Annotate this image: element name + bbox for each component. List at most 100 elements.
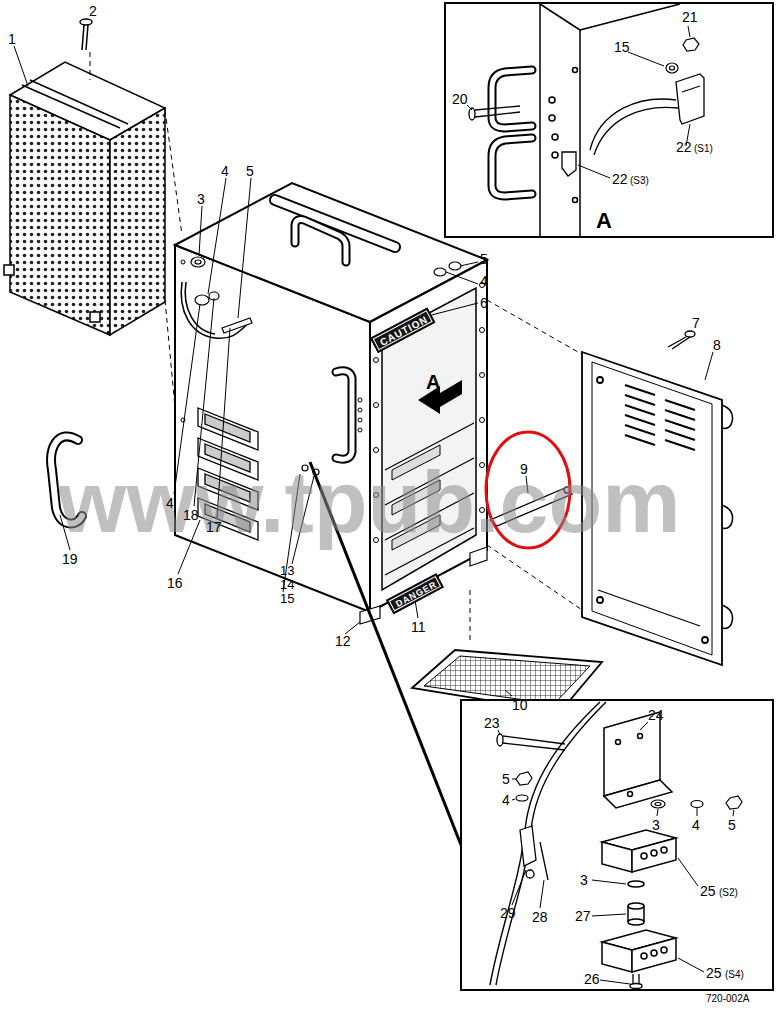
handle bbox=[295, 220, 346, 262]
cabinet-corner bbox=[540, 4, 680, 236]
cabinet bbox=[470, 547, 487, 566]
callout-number: A bbox=[426, 372, 440, 392]
access-door bbox=[598, 590, 700, 626]
guide-line bbox=[470, 590, 471, 640]
screw bbox=[503, 736, 565, 750]
leader-line bbox=[678, 958, 704, 972]
callout-number: 2 bbox=[89, 4, 97, 18]
callout-number: 24 bbox=[648, 708, 664, 722]
handle bbox=[336, 371, 352, 459]
terminal-block bbox=[628, 881, 644, 887]
wire bbox=[490, 702, 600, 985]
screw bbox=[668, 337, 690, 349]
leader-line bbox=[688, 26, 690, 37]
callout-number: 5 bbox=[246, 164, 254, 178]
callout-number: 23 bbox=[484, 716, 500, 730]
leader-line bbox=[467, 105, 472, 110]
callout-number: 4 bbox=[221, 164, 229, 178]
cabinet-corner bbox=[573, 198, 578, 203]
callout-number: 20 bbox=[452, 92, 468, 106]
mounting-hole bbox=[480, 418, 485, 423]
callout-number: 15 bbox=[280, 592, 294, 605]
callout-number: 5 bbox=[502, 772, 510, 786]
callout-number: 28 bbox=[532, 910, 548, 924]
terminal-block bbox=[661, 947, 667, 953]
bracket bbox=[562, 152, 576, 176]
cabinet bbox=[175, 183, 487, 624]
terminal-block bbox=[651, 850, 657, 856]
callout-number: 29 bbox=[500, 906, 516, 920]
callout-number: 19 bbox=[62, 552, 78, 566]
callout-number: 8 bbox=[713, 338, 721, 352]
terminal-block bbox=[641, 953, 647, 959]
callout-number: 22 bbox=[612, 172, 628, 186]
perforated-cover bbox=[4, 265, 14, 275]
wire bbox=[594, 107, 678, 155]
hardware bbox=[222, 318, 252, 333]
leader-line bbox=[208, 178, 226, 294]
perforated-cover bbox=[110, 108, 165, 335]
callout-number: 17 bbox=[206, 520, 222, 534]
wire-clip bbox=[520, 826, 536, 866]
callout-number: 18 bbox=[183, 508, 199, 522]
guide-line bbox=[487, 300, 585, 356]
callout-number: 13 bbox=[280, 564, 294, 577]
leader-line bbox=[505, 690, 512, 696]
screw bbox=[80, 19, 92, 25]
access-door bbox=[625, 385, 695, 450]
hardware bbox=[651, 800, 665, 808]
mounting-hole bbox=[181, 260, 185, 264]
hardware bbox=[195, 295, 209, 305]
wire-clip bbox=[526, 870, 534, 878]
handle bbox=[492, 70, 532, 196]
leader-line bbox=[628, 52, 664, 66]
mounting-hole bbox=[358, 428, 362, 432]
figure-number: 720-002A bbox=[706, 994, 749, 1004]
leader-line bbox=[498, 722, 734, 984]
screw bbox=[82, 25, 88, 50]
detail-frame bbox=[445, 3, 773, 237]
screw bbox=[668, 331, 695, 349]
handle bbox=[492, 70, 532, 128]
terminal-block bbox=[602, 942, 632, 972]
wire bbox=[496, 702, 606, 985]
leader-line bbox=[678, 858, 698, 886]
leader-line bbox=[640, 722, 648, 730]
screw bbox=[80, 19, 92, 50]
hardware bbox=[666, 63, 678, 73]
detail-frame bbox=[461, 700, 773, 990]
callout-number: 4 bbox=[692, 818, 700, 832]
terminal-block bbox=[641, 853, 647, 859]
callout-number: 7 bbox=[692, 316, 700, 330]
cabinet-corner bbox=[552, 134, 558, 140]
guide-line bbox=[90, 52, 91, 80]
callout-number: 15 bbox=[614, 40, 630, 54]
callout-number: 6 bbox=[480, 296, 488, 310]
screw bbox=[633, 974, 639, 984]
wire bbox=[185, 282, 215, 334]
callout-number: 25 bbox=[706, 966, 722, 980]
perforated-cover bbox=[4, 62, 165, 335]
callout-number: 5 bbox=[728, 818, 736, 832]
access-door bbox=[597, 597, 603, 603]
leader-line bbox=[578, 165, 610, 178]
hardware bbox=[683, 38, 699, 51]
callout-number: 25 bbox=[700, 884, 716, 898]
hardware bbox=[195, 260, 201, 264]
callout-number: 26 bbox=[584, 972, 600, 986]
terminal-block bbox=[632, 838, 676, 872]
mounting-hole bbox=[358, 398, 362, 402]
filter bbox=[424, 656, 590, 704]
detail-frame bbox=[461, 700, 773, 990]
connector-plate bbox=[205, 414, 250, 442]
guide-line bbox=[165, 110, 182, 235]
bracket bbox=[604, 712, 672, 808]
bracket bbox=[682, 86, 700, 92]
leader-line bbox=[697, 808, 698, 816]
watermark: www.tpub.com bbox=[58, 458, 681, 546]
callout-number: 9 bbox=[520, 462, 528, 476]
bracket bbox=[616, 740, 621, 745]
callout-number: 10 bbox=[512, 698, 528, 712]
hardware bbox=[191, 257, 205, 267]
wire-clip bbox=[520, 826, 548, 880]
